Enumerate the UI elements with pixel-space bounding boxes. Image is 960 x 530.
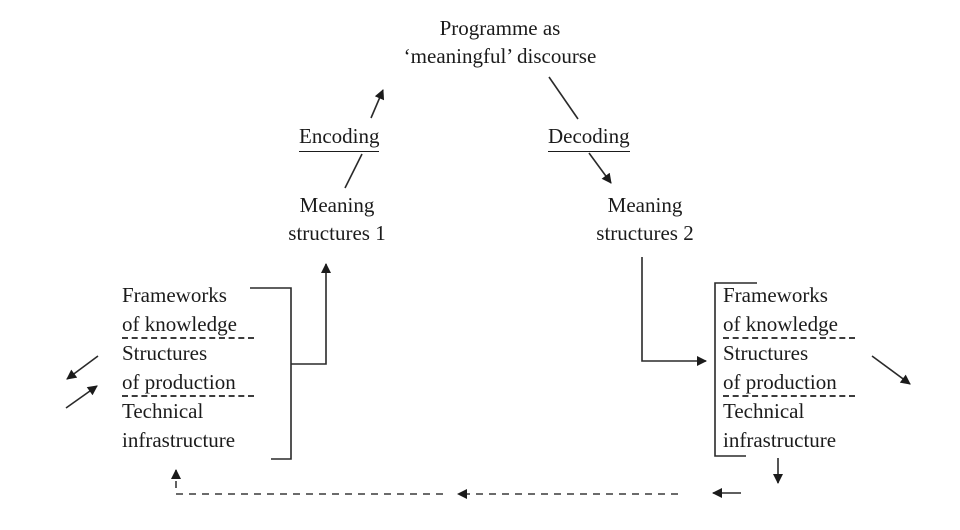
decoding-label: Decoding — [548, 122, 630, 152]
meaning-structures-2-node: Meaning structures 2 — [565, 191, 725, 247]
left-block-line: Technical — [122, 399, 204, 423]
right-production-block: Frameworks of knowledge Structures of pr… — [723, 281, 855, 455]
meaning1-line2: structures 1 — [288, 221, 386, 245]
programme-line1: Programme as — [439, 16, 561, 40]
left-incoming-arrow-icon — [65, 385, 98, 409]
meaning2-to-right-block-arrow-icon — [641, 257, 707, 366]
left-block-line: Structures — [122, 341, 208, 365]
left-block-line: infrastructure — [122, 428, 236, 452]
meaning-structures-1-node: Meaning structures 1 — [257, 191, 417, 247]
left-production-block: Frameworks of knowledge Structures of pr… — [122, 281, 254, 455]
feedback-dashed-arrow-left-icon — [171, 469, 443, 495]
right-block-line: Technical — [723, 399, 805, 423]
right-block-bracket — [714, 282, 757, 457]
left-block-bracket — [250, 287, 292, 460]
right-block-line: of knowledge — [723, 310, 855, 339]
right-block-line: infrastructure — [723, 428, 837, 452]
right-outgoing-arrow-icon — [871, 355, 911, 385]
right-block-line: Structures — [723, 341, 809, 365]
meaning1-line1: Meaning — [299, 193, 375, 217]
left-block-line: of production — [122, 368, 254, 397]
right-block-line: Frameworks — [723, 283, 828, 307]
meaning2-line2: structures 2 — [596, 221, 694, 245]
left-outgoing-arrow-icon — [66, 355, 99, 380]
meaning1-to-encoding-line-icon — [344, 153, 363, 189]
encoding-to-programme-arrow-icon — [370, 89, 385, 119]
left-block-line: of knowledge — [122, 310, 254, 339]
right-block-line: of production — [723, 368, 855, 397]
meaning2-line1: Meaning — [607, 193, 683, 217]
decoding-to-meaning2-arrow-icon — [588, 152, 612, 184]
programme-to-decoding-line-icon — [548, 76, 579, 120]
programme-node: Programme as ‘meaningful’ discourse — [330, 14, 670, 70]
encoding-label: Encoding — [299, 122, 380, 152]
left-block-to-meaning1-arrow-icon — [291, 263, 331, 365]
left-block-line: Frameworks — [122, 283, 227, 307]
programme-line2: ‘meaningful’ discourse — [403, 44, 597, 68]
